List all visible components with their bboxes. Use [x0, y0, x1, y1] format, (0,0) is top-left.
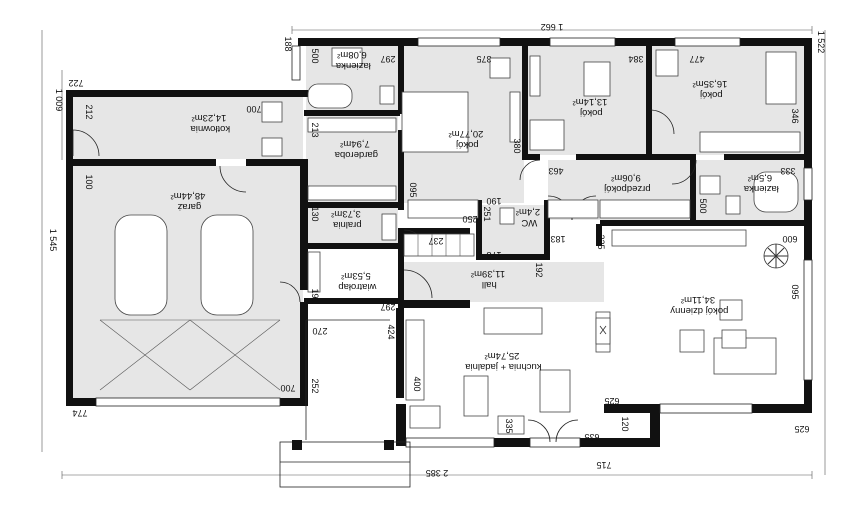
room-label-kotlownia: kotłownia 14,23m² [188, 112, 230, 134]
dim-225: 225 [596, 234, 606, 249]
room-label-pokoj-mid: pokój 13,14m² [573, 96, 608, 118]
room-label-hall: hall 11,39m² [471, 268, 505, 290]
dim-400: 400 [412, 376, 422, 391]
walls [66, 38, 812, 447]
dim-384: 384 [628, 54, 643, 64]
dim-250: 250 [462, 214, 477, 224]
dim-297a: 297 [380, 54, 395, 64]
dim-095b: 095 [790, 284, 800, 299]
dim-600: 600 [782, 234, 797, 244]
dim-183: 183 [550, 234, 565, 244]
dim-346: 346 [790, 108, 800, 123]
dim-190: 190 [486, 196, 501, 206]
dim-715: 715 [596, 460, 611, 470]
room-label-lazienka-small: łazienka 6,08m² [333, 49, 371, 71]
room-label-przedpokoj: przedpokój 9,06m² [601, 172, 650, 194]
windows [95, 37, 813, 448]
dim-380: 380 [512, 138, 522, 153]
dimension-lines [41, 26, 826, 479]
room-label-wiatrolap: wiatrołap 5,53m² [336, 270, 378, 292]
dim-213: 213 [310, 122, 320, 137]
dim-297b: 297 [380, 302, 395, 312]
entrance-steps [279, 319, 411, 488]
dim-192: 192 [534, 262, 544, 277]
dim-178: 178 [486, 250, 501, 260]
dim-251: 251 [482, 206, 492, 221]
room-label-wc: WC 2,4m² [516, 206, 540, 228]
room-label-garaz: garaż 48,44m² [171, 190, 206, 212]
fireplace-icon [595, 317, 611, 345]
dim-500: 500 [310, 48, 320, 63]
dim-500b: 500 [698, 198, 708, 213]
dimension-labels: 1 662 2 385 1 545 1 009 1 522 722 774 70… [48, 22, 826, 478]
room-label-garderoba: garderoba 7,94m² [332, 138, 378, 160]
dim-335: 335 [504, 418, 514, 433]
dim-120: 120 [620, 416, 630, 431]
room-label-lazienka-large: łazienka 6,5m² [741, 172, 779, 194]
dim-095a: 095 [408, 182, 418, 197]
dim-333: 333 [780, 166, 795, 176]
dim-722: 722 [68, 78, 83, 88]
room-label-pokoj-dzienny: pokój dzienny 34,11m² [668, 294, 729, 316]
dim-463: 463 [548, 166, 563, 176]
dim-1522: 1 522 [816, 31, 826, 54]
dim-1009: 1 009 [54, 89, 64, 112]
dim-477: 477 [689, 54, 704, 64]
dim-130: 130 [310, 206, 320, 221]
room-label-pokoj-right: pokój 16,35m² [693, 78, 728, 100]
fixtures [99, 47, 801, 435]
dim-100: 100 [84, 174, 94, 189]
dim-237: 237 [428, 236, 443, 246]
dim-625a: 625 [604, 396, 619, 406]
dim-700a: 700 [246, 104, 261, 114]
dim-2385: 2 385 [426, 468, 449, 478]
dim-625b: 625 [794, 424, 809, 434]
dim-700b: 700 [280, 383, 295, 393]
dim-191: 191 [310, 288, 320, 303]
room-label-kuchnia: kuchnia + jadalnia 25,74m² [463, 350, 542, 372]
dim-212: 212 [84, 104, 94, 119]
dim-188: 188 [283, 36, 293, 51]
dim-270: 270 [312, 326, 327, 336]
dim-424: 424 [386, 324, 396, 339]
dim-774: 774 [72, 408, 87, 418]
room-labels: kotłownia 14,23m² łazienka 6,08m² garder… [171, 49, 779, 372]
room-label-pokoj-master: pokój 20,77m² [449, 128, 484, 150]
dim-375: 375 [476, 54, 491, 64]
dim-635: 635 [584, 432, 599, 442]
dim-1545: 1 545 [48, 229, 58, 252]
plant-icon [763, 243, 789, 269]
dim-1662: 1 662 [541, 22, 564, 32]
room-label-pralnia: pralnia 3,73m² [330, 208, 361, 230]
dim-252: 252 [310, 378, 320, 393]
